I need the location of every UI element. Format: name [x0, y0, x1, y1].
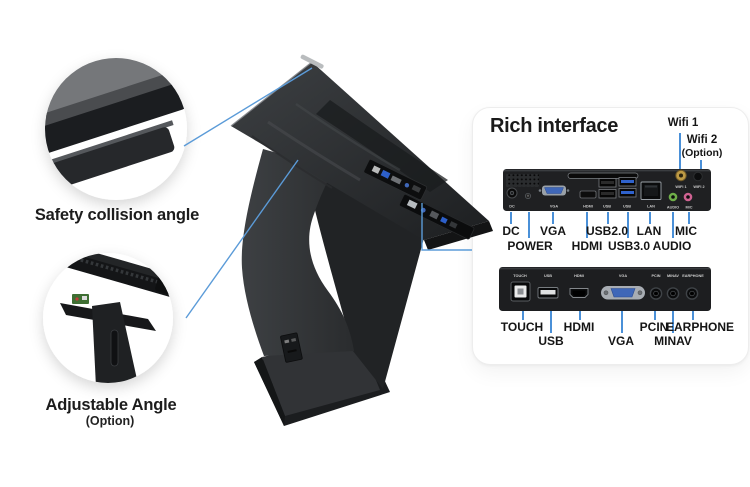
silkscreen-hdmi: HDMI: [583, 205, 593, 209]
adjustable-angle-callout-photo: [43, 253, 173, 383]
silkscreen-wifi1: WIFI 1: [675, 185, 686, 189]
usb2-ports: [598, 178, 617, 199]
earphone-jack: [685, 287, 699, 300]
label-vga2: VGA: [607, 334, 635, 348]
leader-usb: [550, 311, 552, 333]
vga-port: [538, 185, 570, 196]
wifi2-label: Wifi 2: [686, 134, 718, 146]
silkscreen-wifi2: WIFI 2: [693, 185, 704, 189]
leader-minav: [672, 311, 674, 333]
leader-hdmi2: [579, 311, 581, 320]
screen-underside: [231, 62, 489, 240]
screen-edge-ports-1: [363, 159, 427, 201]
label-mic: MIC: [675, 224, 697, 238]
power-button-icon: [524, 192, 531, 199]
silkscreen-minav: MINAV: [667, 274, 679, 278]
stand-slot-marker: [294, 153, 300, 161]
mic-jack: [683, 192, 693, 202]
wifi2-hole: [693, 171, 703, 182]
leader-pcin: [654, 311, 656, 320]
kiosk-access-panel: [280, 332, 303, 363]
leader-touch: [522, 311, 524, 320]
label-usb: USB: [538, 334, 564, 348]
leader-line-interface-card: [421, 203, 472, 251]
label-dc: DC: [502, 224, 520, 238]
usb3-ports: [618, 177, 637, 198]
wifi-antenna-connector: [675, 169, 687, 182]
screen-edge-ports-2: [399, 194, 475, 240]
vent-grid: [506, 174, 539, 187]
leader-audio: [672, 212, 674, 238]
label-usb30: USB3.0: [607, 239, 651, 253]
leader-dc: [510, 212, 512, 224]
leader-lan: [649, 212, 651, 224]
hdmi-port: [579, 190, 597, 199]
kiosk-base-plate: [254, 332, 390, 426]
label-lan: LAN: [636, 224, 662, 238]
screen-corner-cap: [300, 54, 324, 69]
safety-collision-callout-photo: [45, 58, 187, 200]
safety-collision-caption: Safety collision angle: [34, 206, 200, 224]
card-title: Rich interface: [490, 115, 619, 137]
adjustable-angle-caption: Adjustable Angle: [45, 396, 177, 414]
kiosk-illustration: [230, 54, 493, 426]
leader-vga2: [621, 311, 623, 333]
silkscreen-vga2: VGA: [619, 274, 627, 278]
silkscreen-mic: MIC: [686, 206, 693, 210]
silkscreen-usb2: USB: [603, 205, 611, 209]
adjustable-angle-option-caption: (Option): [85, 414, 135, 428]
label-usb20: USB2.0: [585, 224, 629, 238]
label-minav: MINAV: [654, 334, 692, 348]
label-pcin: PCIN: [639, 320, 669, 334]
wifi1-label: Wifi 1: [667, 117, 699, 129]
audio-jack: [668, 192, 678, 202]
touch-usb-b-port: [510, 281, 531, 302]
hdmi-port-side: [569, 288, 589, 298]
leader-line-safety-corner: [183, 67, 313, 147]
leader-line-adjustable: [185, 159, 299, 319]
silkscreen-usb: USB: [544, 274, 552, 278]
label-vga: VGA: [539, 224, 567, 238]
leader-power: [528, 212, 530, 238]
silkscreen-hdmi2: HDMI: [574, 274, 584, 278]
silkscreen-dc: DC: [509, 205, 515, 209]
silkscreen-usb3: USB: [623, 205, 631, 209]
usb-a-port: [537, 287, 559, 299]
silkscreen-touch: TOUCH: [513, 274, 527, 278]
kiosk-back-panel: [303, 160, 424, 389]
leader-usb3: [627, 212, 629, 238]
leader-usb2: [607, 212, 609, 224]
vga-port-side: [601, 286, 645, 300]
kiosk-base-top: [262, 336, 380, 416]
leader-line-wifi1: [679, 133, 681, 170]
leader-earphone: [692, 311, 694, 320]
silkscreen-pcin: PCIN: [651, 274, 660, 278]
minav-jack: [666, 287, 680, 300]
label-hdmi: HDMI: [571, 239, 603, 253]
rich-interface-card: Rich interface Wifi 1 Wifi 2 (Option): [472, 107, 749, 365]
label-hdmi2: HDMI: [563, 320, 595, 334]
silkscreen-vga: VGA: [550, 205, 558, 209]
silkscreen-lan: LAN: [647, 205, 655, 209]
lan-port: [640, 181, 662, 200]
label-power: POWER: [507, 239, 553, 253]
label-touch: TOUCH: [500, 320, 544, 334]
label-audio: AUDIO: [652, 239, 692, 253]
rear-io-panel-photo: DC VGA HDMI USB USB LAN AUDIO MIC WIFI 1…: [503, 169, 711, 211]
kiosk-stand: [241, 149, 354, 356]
leader-vga: [552, 212, 554, 224]
leader-hdmi: [586, 212, 588, 238]
leader-line-wifi2: [700, 160, 702, 170]
silkscreen-earphone: EARPHONE: [682, 274, 704, 278]
side-io-panel-photo: TOUCH USB HDMI VGA PCIN MINAV EARPHONE: [499, 267, 711, 311]
wifi2-option-label: (Option): [681, 147, 723, 159]
dc-power-jack: [506, 187, 518, 199]
leader-mic: [688, 212, 690, 224]
silkscreen-audio: AUDIO: [667, 206, 679, 210]
pcin-jack: [649, 287, 663, 300]
label-earphone: EARPHONE: [665, 320, 735, 334]
